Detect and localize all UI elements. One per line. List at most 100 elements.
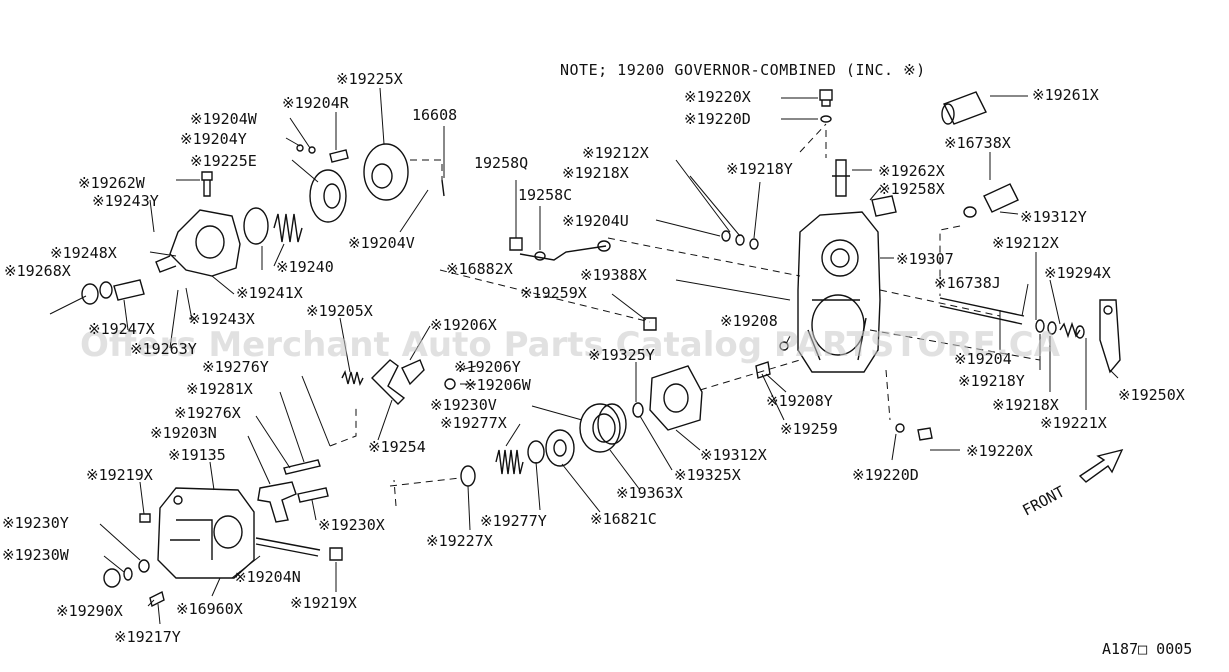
part-label: ※19290X (56, 602, 123, 620)
shaft-19204n-part (255, 537, 321, 557)
cover-bore-part (213, 515, 243, 549)
part-label: ※19259 (780, 420, 838, 438)
part-label: ※19135 (168, 446, 226, 464)
part-label: ※19277X (440, 414, 507, 432)
pump-housing-bore-part (195, 225, 225, 259)
part-label: ※19218X (992, 396, 1059, 414)
part-label: ※19219X (290, 594, 357, 612)
cover-19135-part (157, 487, 255, 579)
cover-boss-part (173, 495, 183, 505)
part-label: ※19363X (616, 484, 683, 502)
part-label: ※19243X (188, 310, 255, 328)
fitting-19258-part (871, 195, 897, 217)
part-label: 16608 (412, 106, 457, 124)
washer-19258c-part (534, 251, 546, 261)
sleeve-16821-part (545, 429, 575, 467)
spring-19205-part (341, 369, 364, 387)
plug-19312y-part (983, 183, 1019, 213)
part-label: ※19230V (430, 396, 497, 414)
fitting-19258q-part (509, 237, 523, 251)
part-label: ※19218Y (726, 160, 793, 178)
part-label: ※19225E (190, 152, 257, 170)
part-label: 19258Q (474, 154, 528, 172)
spring-19240-part (273, 213, 303, 243)
spring-19277x-part (495, 449, 524, 475)
assembly-lines (329, 123, 1041, 507)
washer-19230y-part (138, 559, 150, 573)
part-label: ※19241X (236, 284, 303, 302)
part-label: ※19263Y (130, 340, 197, 358)
part-label: ※16882X (446, 260, 513, 278)
part-label: ※19220X (966, 442, 1033, 460)
washer-top-part (820, 115, 832, 123)
pump-port-part (155, 255, 177, 273)
part-label: ※19219X (86, 466, 153, 484)
part-label: ※19259X (520, 284, 587, 302)
housing-bore-part (821, 239, 859, 277)
part-label: ※19325Y (588, 346, 655, 364)
sleeve-inner-part (553, 439, 567, 457)
part-label: ※19325X (674, 466, 741, 484)
washer-19218-upper-part (735, 234, 745, 246)
pin-19204y-part (296, 144, 304, 152)
flyweight-bore-part (663, 383, 689, 413)
bolt-19220x-lower-part (917, 427, 933, 441)
washer-19268-part (99, 281, 113, 299)
washer-19212-upper-part (721, 230, 731, 242)
plug-19261-part (943, 91, 987, 125)
washer-19220d-lower-part (895, 423, 905, 433)
gasket-19241-part (243, 207, 269, 245)
washer-19325-part (632, 402, 644, 418)
bolt-19219-upper-part (139, 513, 151, 523)
bolt-19262w-part (201, 171, 213, 197)
part-label: ※19254 (368, 438, 426, 456)
washer-19218-part (1035, 319, 1045, 333)
pin-19276x-part (283, 459, 321, 475)
diaphragm-outer-part (309, 169, 347, 223)
part-label: ※19243Y (92, 192, 159, 210)
nipple-19262-part (832, 159, 850, 197)
part-label: ※19221X (1040, 414, 1107, 432)
parts-drawing (81, 89, 1124, 608)
part-label: ※19240 (276, 258, 334, 276)
pin-16608-part (441, 179, 445, 197)
part-label: ※19262W (78, 174, 146, 192)
part-label: ※19220X (684, 88, 751, 106)
part-label: ※19204V (348, 234, 415, 252)
bolt-19259-part (755, 361, 771, 379)
lever-pivot-part (1103, 305, 1113, 315)
part-label: ※19230Y (2, 514, 69, 532)
note-text: NOTE; 19200 GOVERNOR-COMBINED (INC. ※) (560, 61, 926, 79)
part-label: ※19208Y (766, 392, 833, 410)
part-label: ※19277Y (480, 512, 547, 530)
part-label: ※19218X (562, 164, 629, 182)
cap-19290-part (103, 568, 121, 588)
part-label: ※19276Y (202, 358, 269, 376)
part-label: ※19206Y (454, 358, 521, 376)
part-label: ※19205X (306, 302, 373, 320)
pipe-16882-part (519, 245, 607, 261)
part-label: ※16960X (176, 600, 243, 618)
part-label: ※19204U (562, 212, 629, 230)
washer-19212-part (1047, 321, 1057, 335)
part-label: ※16738X (944, 134, 1011, 152)
lever-19203n-part (257, 481, 297, 523)
part-label: ※19204W (190, 110, 258, 128)
washer-19218y-upper-part (749, 238, 759, 250)
collar-inner-part (592, 413, 616, 443)
part-label: ※19220D (852, 466, 919, 484)
spring-19294-part (1059, 321, 1081, 339)
pin-19204w-part (308, 146, 316, 154)
bolt-19259x-part (643, 317, 657, 331)
part-label: ※19220D (684, 110, 751, 128)
housing-rib-part (807, 299, 867, 361)
part-label: ※19294X (1044, 264, 1111, 282)
part-label: ※19230X (318, 516, 385, 534)
part-label: ※19268X (4, 262, 71, 280)
washer-19208-part (779, 341, 789, 351)
part-label: ※19208 (720, 312, 778, 330)
washer-19227-part (460, 465, 476, 487)
shaft-16738j-part (939, 297, 1025, 325)
housing-bore-inner-part (830, 248, 850, 268)
